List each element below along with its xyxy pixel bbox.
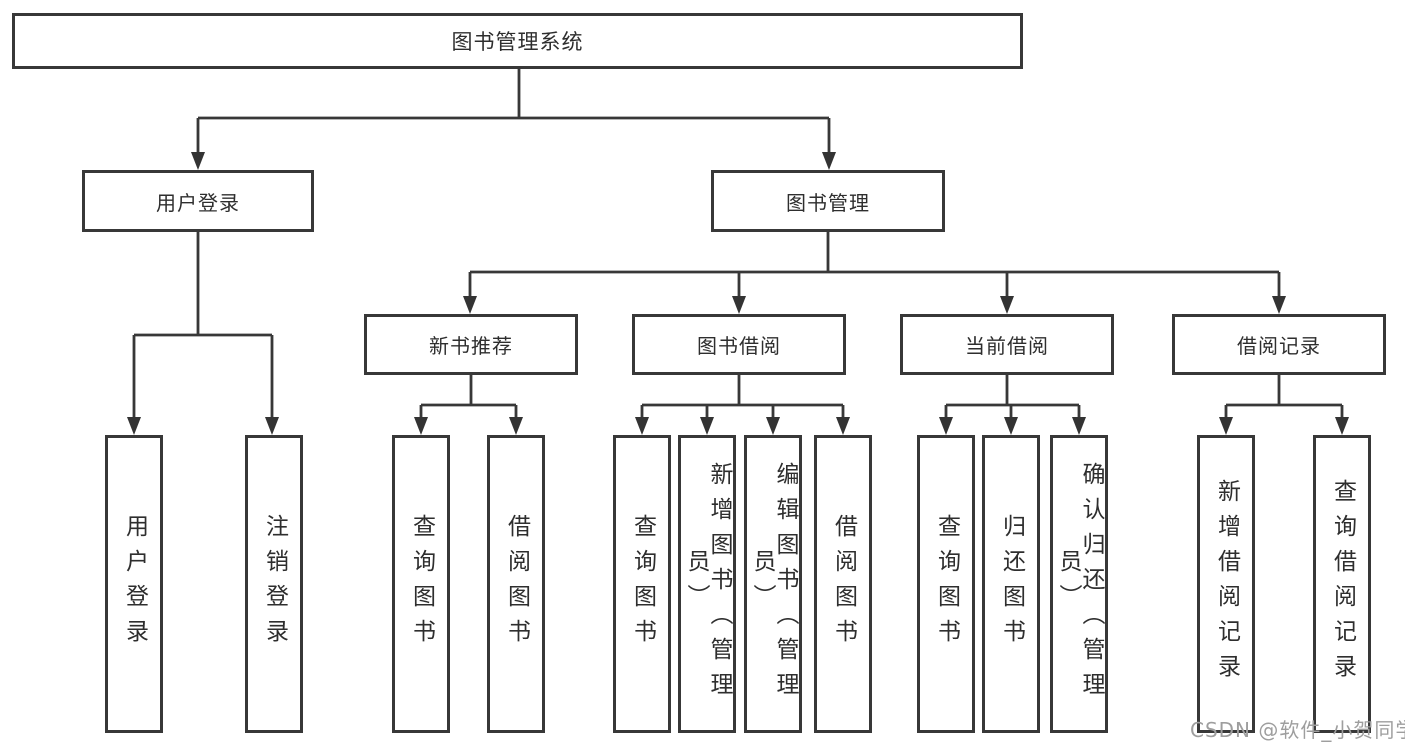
- leaf-current-confirm-return-admin: 确认归还（管理员）: [1050, 435, 1108, 733]
- csdn-watermark: CSDN @软件_小贺同学: [1190, 718, 1405, 742]
- node-user-login: 用户登录: [82, 170, 314, 232]
- node-borrowing-records: 借阅记录: [1172, 314, 1386, 375]
- leaf-user-login: 用户登录: [105, 435, 163, 733]
- leaf-borrowing-borrow-books: 借阅图书: [814, 435, 872, 733]
- leaf-logout: 注销登录: [245, 435, 303, 733]
- leaf-current-return-books: 归还图书: [982, 435, 1040, 733]
- leaf-borrowing-add-books-admin: 新增图书（管理员）: [678, 435, 736, 733]
- node-new-book-recommend: 新书推荐: [364, 314, 578, 375]
- leaf-borrowing-query-books: 查询图书: [613, 435, 671, 733]
- node-library-system: 图书管理系统: [12, 13, 1023, 69]
- node-current-borrowing: 当前借阅: [900, 314, 1114, 375]
- leaf-current-query-books: 查询图书: [917, 435, 975, 733]
- leaf-recommend-borrow-books: 借阅图书: [487, 435, 545, 733]
- leaf-records-add-record: 新增借阅记录: [1197, 435, 1255, 733]
- leaf-records-query-record: 查询借阅记录: [1313, 435, 1371, 733]
- node-book-management: 图书管理: [711, 170, 945, 232]
- node-book-borrowing: 图书借阅: [632, 314, 846, 375]
- leaf-borrowing-edit-books-admin: 编辑图书（管理员）: [744, 435, 802, 733]
- leaf-recommend-query-books: 查询图书: [392, 435, 450, 733]
